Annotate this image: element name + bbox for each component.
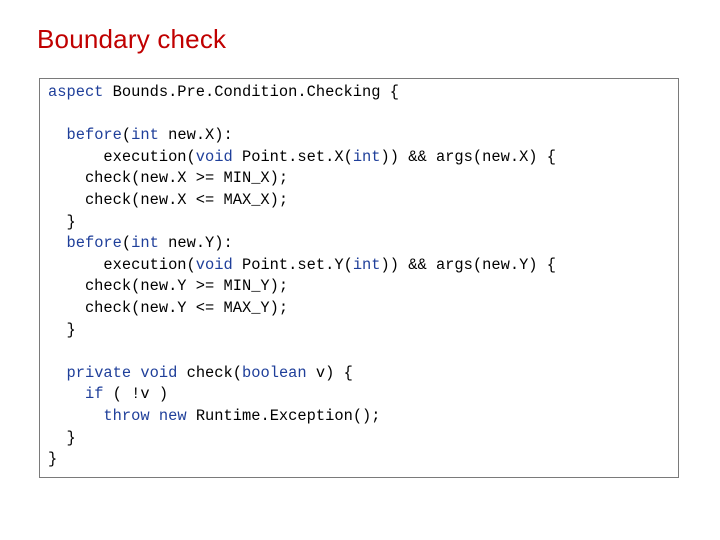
code-text: Runtime.Exception();	[186, 407, 381, 425]
code-text	[48, 126, 66, 144]
code-line: }	[48, 320, 76, 342]
code-text: execution(	[48, 255, 196, 274]
code-line: throw new Runtime.Exception();	[48, 406, 381, 428]
code-text: check(new.X >= MIN_X);	[48, 169, 289, 188]
code-line: }	[48, 212, 76, 234]
code-keyword: int	[131, 234, 159, 253]
code-keyword: int	[352, 255, 381, 274]
code-keyword: before	[66, 234, 122, 253]
code-keyword: boolean	[242, 363, 307, 382]
code-line: execution(void Point.set.Y(int)) && args…	[48, 255, 556, 277]
code-text: new.Y):	[158, 234, 233, 253]
code-text: new.X):	[158, 126, 233, 145]
code-keyword: void	[195, 147, 233, 166]
code-text	[48, 407, 103, 425]
code-keyword: private	[66, 363, 132, 382]
code-line: private void check(boolean v) {	[48, 363, 353, 385]
code-keyword: if	[84, 385, 104, 404]
code-text: }	[48, 320, 76, 339]
code-text: }	[48, 428, 76, 447]
code-line: check(new.X <= MAX_X);	[48, 190, 288, 212]
code-text: check(	[177, 363, 242, 382]
code-text: (	[121, 234, 132, 253]
code-line: }	[48, 449, 57, 471]
code-text	[131, 364, 140, 382]
code-line: before(int new.X):	[48, 125, 233, 147]
code-line: check(new.Y <= MAX_Y);	[48, 298, 288, 320]
code-text: check(new.X <= MAX_X);	[48, 191, 289, 209]
code-keyword: int	[131, 126, 159, 145]
code-text: ( !v )	[103, 385, 169, 404]
code-text: Bounds.Pre.Condition.Checking {	[112, 83, 399, 101]
code-text: }	[48, 450, 58, 469]
code-text: check(new.Y >= MIN_Y);	[48, 277, 289, 296]
code-text: execution(	[48, 147, 196, 166]
code-keyword: new	[158, 407, 187, 425]
code-keyword: throw	[103, 407, 150, 425]
code-text: }	[48, 212, 76, 231]
code-line: if ( !v )	[48, 384, 168, 406]
code-line: before(int new.Y):	[48, 233, 233, 255]
slide-title: Boundary check	[37, 24, 227, 54]
code-line: }	[48, 428, 76, 450]
code-keyword: aspect	[48, 83, 113, 101]
code-line: aspect Bounds.Pre.Condition.Checking {	[48, 82, 399, 104]
code-keyword: before	[66, 126, 122, 145]
code-text: Point.set.X(	[232, 147, 353, 166]
code-text: )) && args(new.Y) {	[380, 255, 557, 274]
code-text	[48, 364, 66, 382]
code-text: check(new.Y <= MAX_Y);	[48, 299, 289, 317]
code-line: check(new.X >= MIN_X);	[48, 168, 288, 190]
code-line: check(new.Y >= MIN_Y);	[48, 276, 288, 298]
code-text: Point.set.Y(	[232, 255, 353, 274]
code-keyword: int	[352, 147, 381, 166]
code-text	[150, 407, 159, 425]
code-text: (	[121, 126, 132, 145]
code-keyword: void	[195, 255, 233, 274]
code-text	[48, 385, 85, 403]
code-text	[48, 234, 66, 252]
code-block: aspect Bounds.Pre.Condition.Checking { b…	[39, 78, 679, 478]
code-text: )) && args(new.X) {	[380, 147, 557, 166]
code-text: v) {	[306, 363, 353, 382]
code-line: execution(void Point.set.X(int)) && args…	[48, 147, 556, 169]
code-keyword: void	[140, 363, 178, 382]
